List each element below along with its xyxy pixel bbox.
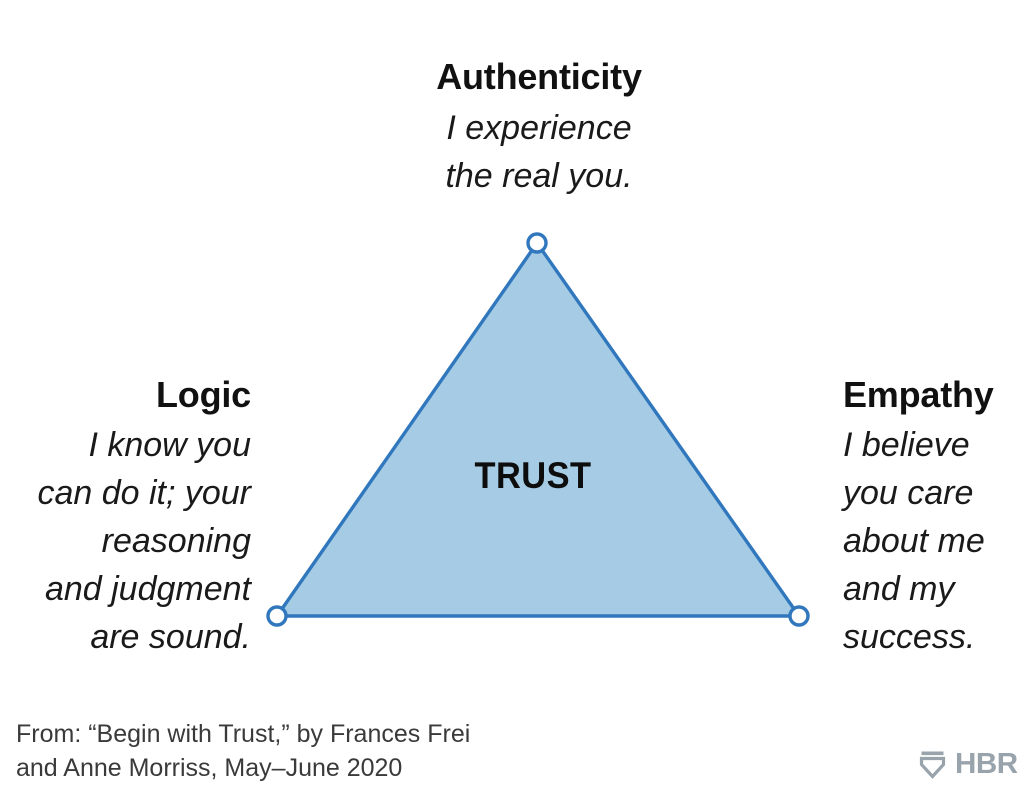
triangle-shape [275, 241, 801, 618]
vertex-description-authenticity: I experience the real you. [259, 104, 819, 200]
description-line: and my [843, 570, 955, 608]
source-line: From: “Begin with Trust,” by Frances Fre… [16, 720, 471, 748]
description-line: I believe [843, 426, 970, 464]
description-line: about me [843, 522, 985, 560]
description-line: the real you. [445, 157, 633, 195]
vertex-label-authenticity: Authenticity I experience the real you. [259, 56, 819, 200]
hbr-shield-icon [919, 751, 945, 779]
vertex-description-logic: I know you can do it; your reasoning and… [0, 421, 251, 661]
vertex-description-empathy: I believe you care about me and my succe… [843, 421, 1032, 661]
vertex-heading-empathy: Empathy [843, 374, 994, 415]
vertex-marker-logic [266, 605, 288, 627]
description-line: are sound. [90, 618, 251, 656]
description-line: I experience [446, 109, 632, 147]
description-line: I know you [88, 426, 251, 464]
source-attribution: From: “Begin with Trust,” by Frances Fre… [16, 717, 470, 785]
vertex-heading-logic: Logic [156, 374, 251, 415]
vertex-marker-authenticity [526, 232, 548, 254]
vertex-heading-authenticity: Authenticity [436, 56, 642, 97]
description-line: success. [843, 618, 976, 656]
description-line: reasoning [101, 522, 251, 560]
vertex-label-logic: Logic I know you can do it; your reasoni… [0, 374, 251, 661]
hbr-logo: HBR [919, 747, 1018, 781]
description-line: you care [843, 474, 974, 512]
source-line: and Anne Morriss, May–June 2020 [16, 754, 403, 782]
description-line: and judgment [44, 570, 251, 608]
vertex-label-empathy: Empathy I believe you care about me and … [843, 374, 1032, 661]
trust-center-label: TRUST [474, 455, 592, 496]
description-line: can do it; your [37, 474, 251, 512]
vertex-marker-empathy [788, 605, 810, 627]
hbr-wordmark: HBR [954, 747, 1018, 780]
